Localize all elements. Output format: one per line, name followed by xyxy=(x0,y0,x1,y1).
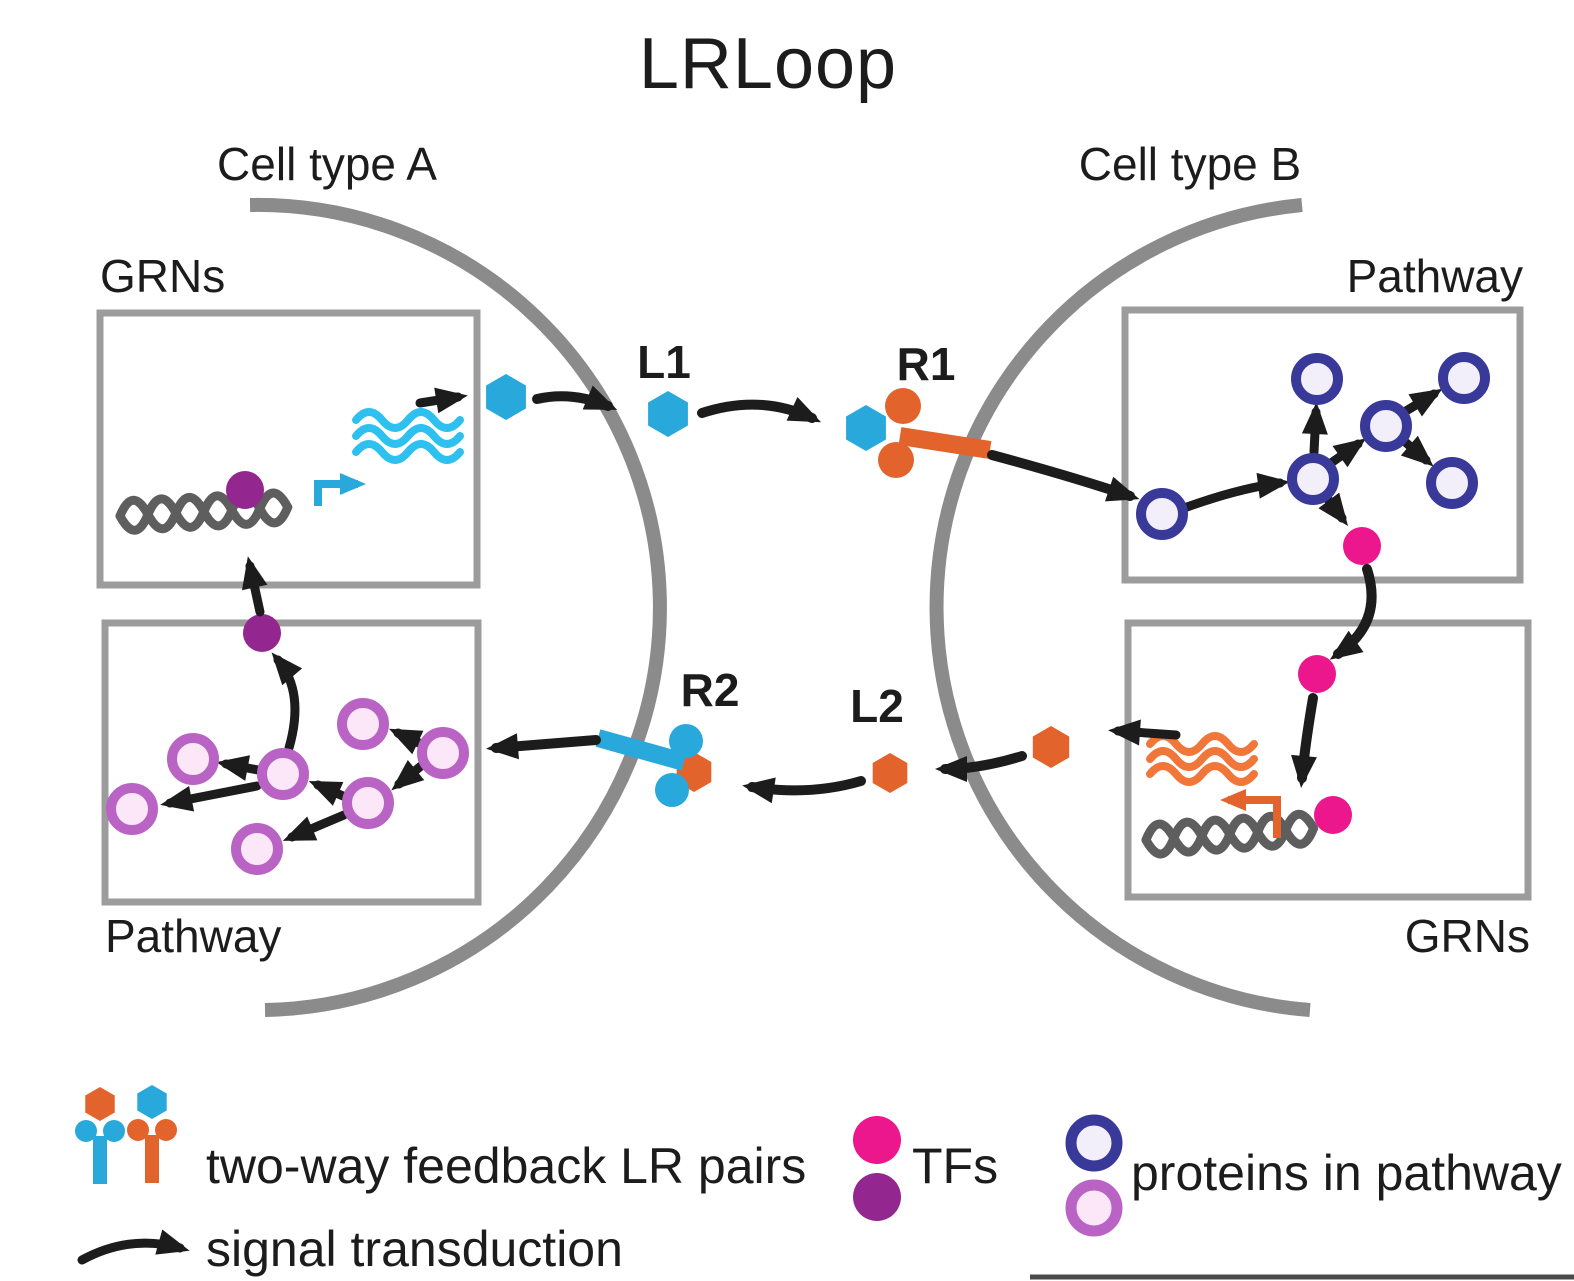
transcription-arrow xyxy=(314,473,366,506)
tf-on-dna xyxy=(226,471,264,509)
pathway-edge xyxy=(1326,438,1367,468)
signal-arrow-pathway-grns-b xyxy=(1329,564,1377,660)
legend-lr-pairs-label: two-way feedback LR pairs xyxy=(206,1138,806,1194)
tf-node-magenta xyxy=(1343,527,1381,565)
tf-node-magenta xyxy=(1298,655,1336,693)
pathway-protein-node xyxy=(1287,453,1339,505)
r2-arm-bottom xyxy=(655,773,689,807)
pathway-protein-node xyxy=(106,783,158,835)
pathway-protein-node xyxy=(417,727,469,779)
pathway-edge xyxy=(388,728,424,755)
pathway-edge xyxy=(216,755,263,781)
pathway-a-label: Pathway xyxy=(105,910,281,962)
pathway-protein-node xyxy=(1426,457,1478,509)
pathway-protein-node xyxy=(1136,488,1188,540)
r2-label: R2 xyxy=(681,664,740,716)
pathway-protein-node xyxy=(231,823,283,875)
pathway-edge xyxy=(308,780,348,806)
lr-pair-icon-cyan-ligand xyxy=(127,1085,177,1183)
r1-label: R1 xyxy=(897,338,956,390)
cell-b-label: Cell type B xyxy=(1079,138,1301,190)
grns-a-label: GRNs xyxy=(100,250,225,302)
ligand-l2 xyxy=(872,753,908,793)
legend-signal-label: signal transduction xyxy=(206,1221,623,1277)
pathway-protein-node xyxy=(257,748,309,800)
cell-b-membrane xyxy=(929,198,1311,1017)
secretion-arrow xyxy=(415,387,468,414)
receptor-r2 xyxy=(595,724,712,807)
lr-pair-icon-orange-ligand xyxy=(75,1087,125,1184)
legend-proteins-label: proteins in pathway xyxy=(1131,1145,1562,1201)
pathway-edge xyxy=(282,810,349,842)
signal-arrow-l1b xyxy=(697,396,822,423)
pathway-protein-node xyxy=(1291,353,1343,405)
pathway-edge xyxy=(391,760,426,791)
r1-arm-bottom xyxy=(878,442,914,478)
signal-arrow-icon xyxy=(77,1229,190,1265)
pathway-edge-to-tf xyxy=(271,652,303,753)
signal-arrow-l2a xyxy=(935,751,1027,782)
bound-ligand-l1 xyxy=(846,405,886,451)
grns-a-box xyxy=(96,309,481,589)
pathway-protein-node xyxy=(167,733,219,785)
r1-stem xyxy=(898,427,992,459)
signal-arrow-r2-pathway xyxy=(486,733,601,760)
ligand-l2-secreted xyxy=(1032,726,1070,768)
signal-arrow-r1-pathway xyxy=(987,450,1140,502)
transcription-arrow xyxy=(1220,789,1281,838)
pathway-edge xyxy=(1399,435,1434,467)
l1-label: L1 xyxy=(637,336,691,388)
legend: two-way feedback LR pairs TFs proteins i… xyxy=(75,1085,1562,1277)
pathway-edge xyxy=(1182,472,1290,512)
pathway-b-box xyxy=(1121,306,1524,584)
pathway-protein-node xyxy=(337,698,389,750)
pathway-protein-rings-icon xyxy=(1065,1114,1123,1237)
pathway-b-content xyxy=(1136,352,1490,565)
tf-on-dna xyxy=(1314,796,1352,834)
cell-a-membrane xyxy=(249,197,667,1017)
r2-arm-top xyxy=(669,724,703,758)
pathway-edge xyxy=(160,781,262,812)
signal-arrow-tf-dna xyxy=(1291,693,1318,788)
ligand-l1 xyxy=(648,391,688,437)
grns-b-content xyxy=(1108,655,1352,855)
pathway-edge xyxy=(1301,402,1328,457)
legend-tfs-label: TFs xyxy=(912,1138,998,1194)
pathway-protein-node xyxy=(1438,352,1490,404)
pathway-edge xyxy=(1318,492,1348,526)
pathway-protein-node xyxy=(342,777,394,829)
grns-a-content xyxy=(119,387,468,531)
grns-b-label: GRNs xyxy=(1405,910,1530,962)
receptor-r1 xyxy=(846,388,992,478)
tf-dots-icon xyxy=(853,1116,901,1221)
secretion-arrow xyxy=(1108,719,1181,746)
pathway-b-label: Pathway xyxy=(1347,250,1523,302)
signal-arrow-l1a xyxy=(532,385,618,411)
figure-title: LRLoop xyxy=(639,24,897,104)
ligand-l1-secreted xyxy=(486,374,526,420)
two-way-lr-pair-icons xyxy=(75,1085,177,1184)
l2-label: L2 xyxy=(850,680,904,732)
tf-node-purple xyxy=(243,614,281,652)
pathway-protein-node xyxy=(1360,400,1412,452)
r2-stem xyxy=(595,729,687,771)
r1-arm-top xyxy=(885,388,921,424)
signal-arrow-l2b xyxy=(742,776,866,804)
cell-a-label: Cell type A xyxy=(217,138,437,190)
pathway-edge xyxy=(1401,388,1443,417)
pathway-a-content xyxy=(106,614,469,875)
signal-arrow-pathway-grns-a xyxy=(241,556,268,617)
